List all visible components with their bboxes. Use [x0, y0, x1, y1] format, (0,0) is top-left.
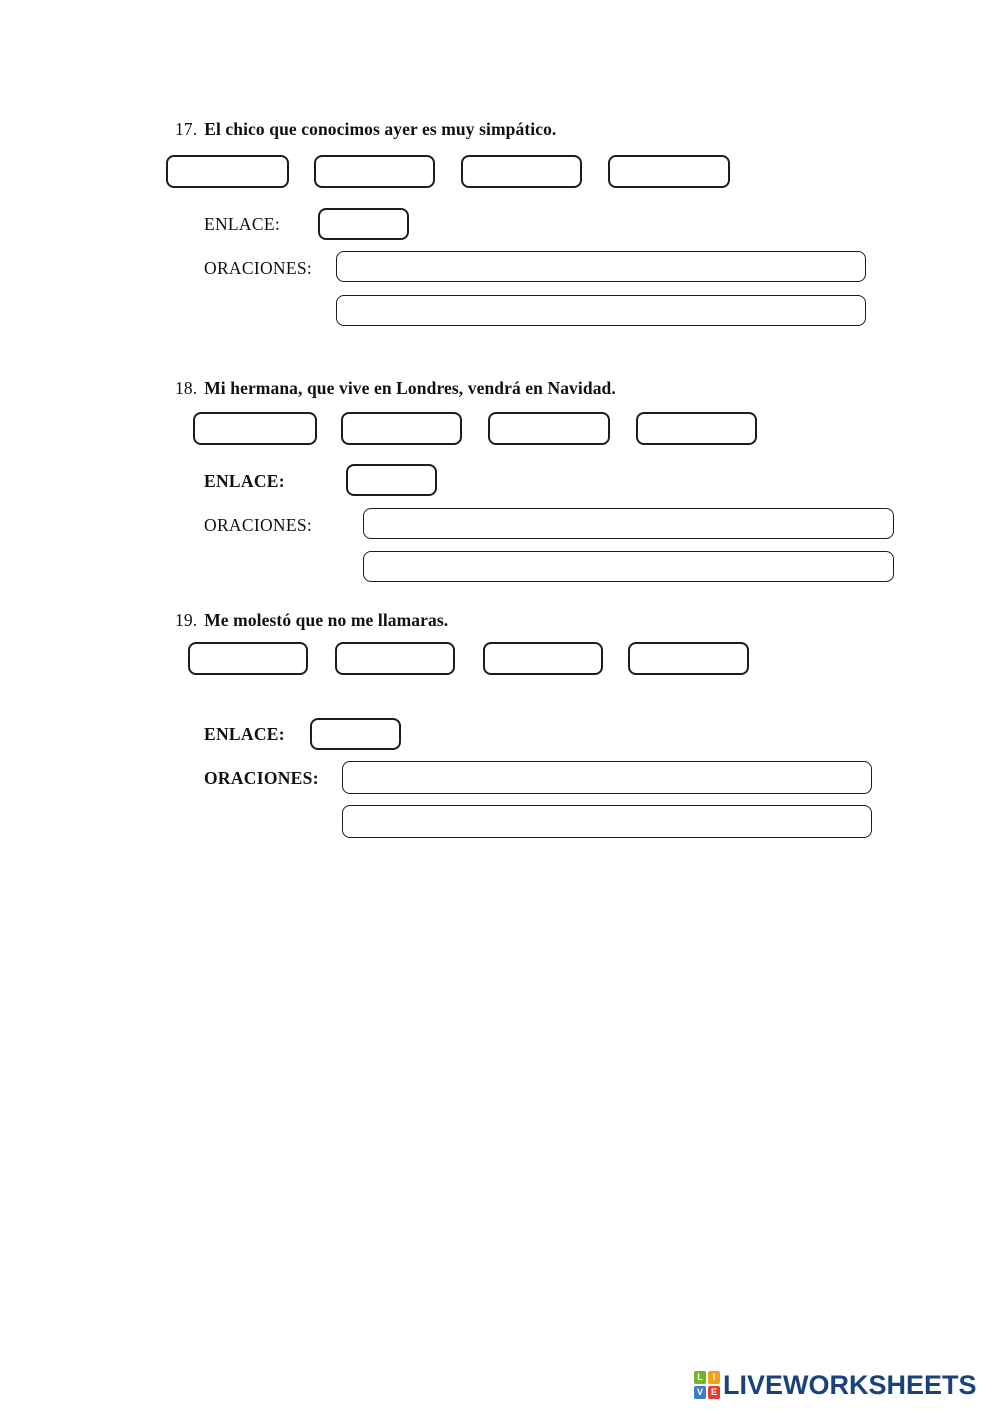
- exercise-19-word-box-2[interactable]: [335, 642, 455, 675]
- exercise-17-oraciones-input-2[interactable]: [336, 295, 866, 326]
- exercise-19-enlace-input[interactable]: [310, 718, 401, 750]
- exercise-17-oraciones-label: ORACIONES:: [204, 258, 313, 278]
- logo-tile-v: V: [694, 1386, 706, 1399]
- exercise-18-enlace-label: ENLACE:: [204, 471, 285, 491]
- exercise-18-word-box-1[interactable]: [193, 412, 317, 445]
- exercise-18-enlace-input[interactable]: [346, 464, 437, 496]
- exercise-17-enlace-label: ENLACE:: [204, 214, 280, 234]
- exercise-19-oraciones-input-2[interactable]: [342, 805, 872, 838]
- exercise-19-enlace-label: ENLACE:: [204, 724, 285, 744]
- exercise-17-sentence: El chico que conocimos ayer es muy simpá…: [204, 119, 557, 139]
- exercise-19-sentence: Me molestó que no me llamaras.: [204, 610, 449, 630]
- exercise-19-oraciones-input-1[interactable]: [342, 761, 872, 794]
- exercise-17-number: 17.: [175, 119, 198, 139]
- exercise-17-title: 17. El chico que conocimos ayer es muy si…: [175, 119, 556, 140]
- exercise-18-oraciones-label: ORACIONES:: [204, 515, 313, 535]
- logo-tile-i: I: [708, 1371, 720, 1384]
- exercise-18-number: 18.: [175, 378, 198, 398]
- exercise-17-oraciones-input-1[interactable]: [336, 251, 866, 282]
- exercise-17-word-box-4[interactable]: [608, 155, 730, 188]
- exercise-18-oraciones-input-1[interactable]: [363, 508, 894, 539]
- exercise-18-word-box-2[interactable]: [341, 412, 462, 445]
- logo-tile-e: E: [708, 1386, 720, 1399]
- exercise-17-enlace-input[interactable]: [318, 208, 409, 240]
- logo-tile-l: L: [694, 1371, 706, 1384]
- liveworksheets-logo-text: LIVEWORKSHEETS: [723, 1370, 977, 1400]
- exercise-18-word-box-3[interactable]: [488, 412, 610, 445]
- exercise-17-word-box-3[interactable]: [461, 155, 582, 188]
- exercise-19-title: 19. Me molestó que no me llamaras.: [175, 610, 448, 631]
- exercise-18-oraciones-input-2[interactable]: [363, 551, 894, 582]
- exercise-19-word-box-1[interactable]: [188, 642, 308, 675]
- exercise-17-word-box-1[interactable]: [166, 155, 289, 188]
- exercise-19-word-box-4[interactable]: [628, 642, 749, 675]
- exercise-18-word-box-4[interactable]: [636, 412, 757, 445]
- exercise-19-number: 19.: [175, 610, 198, 630]
- exercise-19-oraciones-label: ORACIONES:: [204, 768, 319, 788]
- exercise-19-word-box-3[interactable]: [483, 642, 603, 675]
- exercise-18-title: 18. Mi hermana, que vive en Londres, vend…: [175, 378, 616, 399]
- exercise-18-sentence: Mi hermana, que vive en Londres, vendrá …: [204, 378, 616, 398]
- exercise-17-word-box-2[interactable]: [314, 155, 435, 188]
